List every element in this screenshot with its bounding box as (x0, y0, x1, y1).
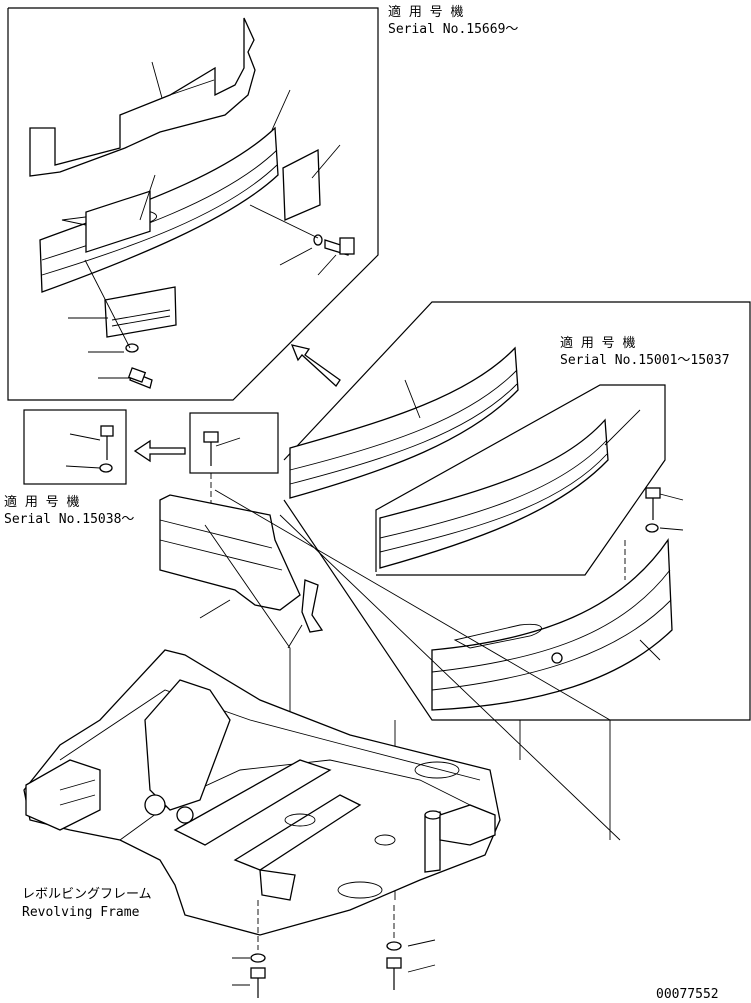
counterweight-top-plate (29, 17, 256, 177)
bracket (301, 579, 324, 633)
washer (645, 523, 659, 533)
label-frame-en: Revolving Frame (22, 905, 140, 920)
revolving-frame (23, 649, 501, 936)
counterweight-slab-1 (289, 346, 519, 499)
label-serial-left: Serial No.15038～ (4, 512, 134, 527)
label-frame-jp: レボルビングフレーム (22, 887, 152, 902)
bolt-bottom-right (386, 905, 436, 990)
bolt (324, 237, 355, 256)
counterweight-main (39, 126, 279, 293)
arrow-left-icon (133, 439, 186, 463)
bolt (127, 367, 153, 389)
drawing-number: 00077552 (656, 987, 719, 1002)
side-plate (282, 148, 321, 221)
arrow-up-left-icon (290, 344, 341, 387)
inset-panel-15001 (283, 301, 751, 721)
label-applicable-left: 適 用 号 機 (4, 494, 79, 510)
cover-plate-center (159, 494, 324, 649)
plate-rect (85, 190, 151, 253)
inset-panel-15669 (7, 7, 379, 401)
label-serial-right: Serial No.15001～15037 (560, 353, 730, 368)
washer (125, 343, 139, 353)
cover-plate (104, 286, 177, 338)
label-applicable-top: 適 用 号 機 (388, 4, 463, 20)
bolt-bottom-left (232, 900, 266, 998)
label-serial-top: Serial No.15669～ (388, 22, 518, 37)
bolt (645, 487, 661, 520)
counterweight-large (431, 538, 673, 711)
bolt-box (189, 412, 279, 510)
washer (99, 463, 113, 473)
label-applicable-right: 適 用 号 機 (560, 335, 635, 351)
counterweight-slab-2 (379, 418, 609, 569)
inset-box-15038 (23, 409, 127, 485)
bolt (100, 425, 114, 460)
